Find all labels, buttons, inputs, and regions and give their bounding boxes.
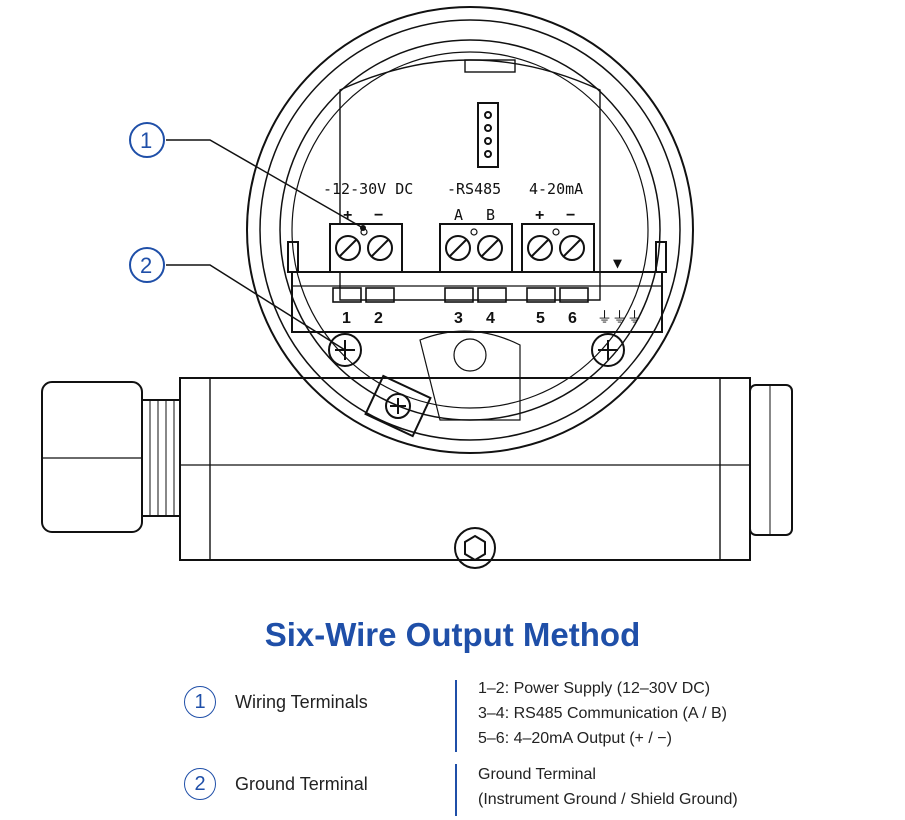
left-cable-gland: [41, 381, 143, 533]
wiring-diagram: -12-30V DC -RS485 4-20mA + − A B + − 1 2…: [41, 6, 793, 569]
terminal-number-1: 1: [342, 310, 351, 327]
page-title: Six-Wire Output Method: [264, 616, 641, 653]
legend-desc-2: Ground Terminal (Instrument Ground / Shi…: [478, 762, 738, 812]
callout-2-circle: [129, 247, 165, 283]
legend-desc-1: 1–2: Power Supply (12–30V DC) 3–4: RS485…: [478, 676, 727, 751]
sign-rs485-b: B: [486, 206, 495, 224]
ground-screw-right: [591, 333, 625, 367]
legend-desc-line: 5–6: 4–20mA Output (+ / −): [478, 730, 672, 747]
terminal-block-power: [329, 223, 403, 273]
terminal-number-2: 2: [374, 310, 383, 327]
housing-outer-ring: [246, 6, 694, 454]
terminal-number-3: 3: [454, 310, 463, 327]
legend-desc-line: 3–4: RS485 Communication (A / B): [478, 705, 728, 722]
sign-rs485-a: A: [454, 206, 463, 224]
sign-power-plus: +: [343, 207, 352, 224]
sign-analog-minus: −: [566, 207, 575, 224]
housing-inner-ring: [259, 19, 681, 441]
marker-triangle-icon: ▼: [613, 254, 622, 272]
ground-screw-left: [328, 333, 362, 367]
bottom-bolt: [454, 527, 496, 569]
callout-1-circle: [129, 122, 165, 158]
legend-number-2: 2: [184, 768, 216, 800]
terminal-number-6: 6: [568, 310, 577, 327]
legend-label-1: Wiring Terminals: [235, 692, 368, 712]
group-label-rs485: -RS485: [447, 180, 501, 198]
right-cable-gland: [749, 384, 793, 536]
ground-symbols-icon: ⏚⏚⏚: [597, 308, 642, 326]
legend-desc-line: 1–2: Power Supply (12–30V DC): [478, 680, 711, 697]
sign-power-minus: −: [374, 207, 383, 224]
legend-desc-line: Ground Terminal: [478, 766, 596, 783]
legend-label-2: Ground Terminal: [235, 774, 368, 794]
terminal-number-4: 4: [486, 310, 495, 327]
housing-drawing: -12-30V DC -RS485 4-20mA + − A B + − 1 2…: [41, 6, 793, 569]
pin-header: [477, 102, 499, 168]
sign-analog-plus: +: [535, 207, 544, 224]
terminal-number-5: 5: [536, 310, 545, 327]
legend-desc-line: (Instrument Ground / Shield Ground): [478, 791, 738, 808]
callout-1-number: 1: [140, 128, 152, 153]
legend-divider-1: [455, 680, 457, 752]
legend-number-1: 1: [184, 686, 216, 718]
group-label-analog: 4-20mA: [529, 180, 583, 198]
group-label-power: -12-30V DC: [323, 180, 413, 198]
terminal-block-rs485: [439, 223, 513, 273]
callout-1-leader: [166, 139, 364, 229]
ground-clamp: [364, 374, 432, 438]
callout-2-number: 2: [140, 253, 152, 278]
terminal-block-analog: [521, 223, 595, 273]
callout-2-leader: [166, 264, 346, 351]
legend-divider-2: [455, 764, 457, 816]
